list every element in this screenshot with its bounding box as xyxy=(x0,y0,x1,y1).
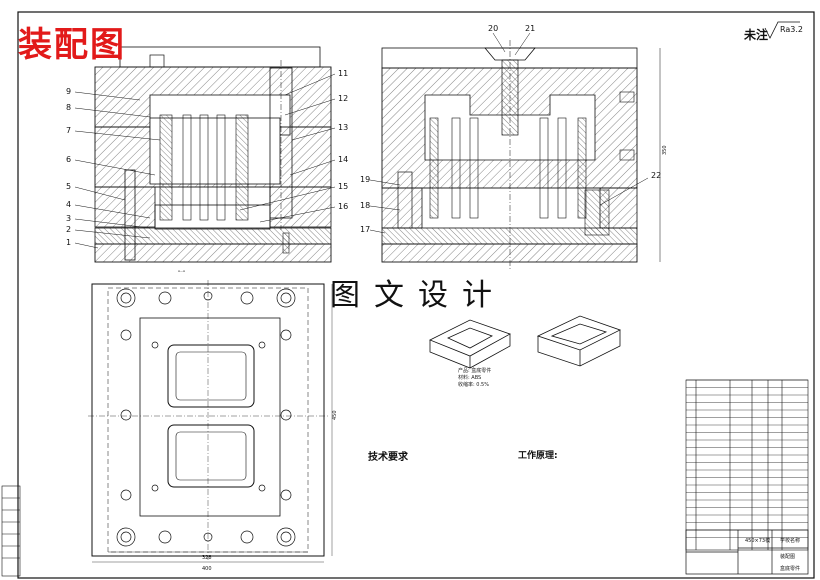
leader-lines-section-b xyxy=(369,32,649,234)
work-principle-title: 工作原理: xyxy=(518,451,558,461)
title-block-school: 学校名称 xyxy=(780,537,800,544)
title-block-text: 450×73模 学校名称 装配图 盒底零件 xyxy=(745,537,800,572)
callout-7: 7 xyxy=(66,126,71,135)
callout-20: 20 xyxy=(488,24,498,33)
dim-width-outer: 400 xyxy=(202,566,212,572)
plan-view xyxy=(88,280,333,563)
callout-14: 14 xyxy=(338,155,348,164)
callout-11: 11 xyxy=(338,69,348,78)
dimension-labels: 328 400 450 350 xyxy=(202,145,668,572)
callout-17: 17 xyxy=(360,225,370,234)
svg-text:A—A: A—A xyxy=(178,269,186,273)
tech-requirements-title: 技术要求 xyxy=(368,452,408,463)
callout-19: 19 xyxy=(360,175,370,184)
callout-labels-right: 11 12 13 14 15 16 xyxy=(338,69,348,211)
section-view-a: A—A xyxy=(94,46,332,273)
title-block xyxy=(685,529,809,575)
callout-22: 22 xyxy=(651,171,661,180)
callout-18: 18 xyxy=(360,201,370,210)
callout-9: 9 xyxy=(66,87,71,96)
revision-strip xyxy=(1,485,21,577)
section-view-b xyxy=(381,40,661,270)
callout-5: 5 xyxy=(66,182,71,191)
callout-2: 2 xyxy=(66,225,71,234)
callout-1: 1 xyxy=(66,238,71,247)
callout-12: 12 xyxy=(338,94,348,103)
dim-width-inner: 328 xyxy=(202,555,212,561)
leader-lines-left xyxy=(74,91,161,249)
title-block-drawing-title: 450×73模 xyxy=(745,537,770,544)
callout-labels-section-b: 20 21 19 18 17 22 xyxy=(360,24,661,234)
callout-15: 15 xyxy=(338,182,348,191)
callout-21: 21 xyxy=(525,24,535,33)
title-block-name: 装配图 xyxy=(780,553,795,560)
product-note-part: 产品: 盒底零件 xyxy=(458,368,492,374)
parts-list-rows xyxy=(686,379,808,538)
callout-labels-left: 9 8 7 6 5 4 3 2 1 xyxy=(66,87,71,247)
callout-6: 6 xyxy=(66,155,71,164)
dim-height-plan: 450 xyxy=(332,410,338,420)
roughness-symbol xyxy=(764,21,800,39)
roughness-value: Ra3.2 xyxy=(780,25,804,34)
product-note-shrinkage: 收缩率: 0.5% xyxy=(458,382,489,388)
callout-4: 4 xyxy=(66,200,71,209)
watermark-title: 图文设计 xyxy=(330,278,506,313)
callout-16: 16 xyxy=(338,202,348,211)
callout-13: 13 xyxy=(338,123,348,132)
assembly-stamp: 装配图 xyxy=(18,25,126,65)
dim-height-section: 350 xyxy=(662,145,668,155)
roughness-label: 未注 xyxy=(744,28,769,42)
product-note-material: 材料: ABS xyxy=(458,375,482,381)
callout-3: 3 xyxy=(66,214,71,223)
product-note: 产品: 盒底零件 材料: ABS 收缩率: 0.5% xyxy=(458,368,491,389)
product-isometric-views xyxy=(429,315,622,369)
sheet-border xyxy=(17,11,815,579)
parts-list-table xyxy=(685,379,809,551)
title-block-unit: 盒底零件 xyxy=(780,565,800,572)
leader-lines-right xyxy=(239,73,336,223)
callout-8: 8 xyxy=(66,103,71,112)
